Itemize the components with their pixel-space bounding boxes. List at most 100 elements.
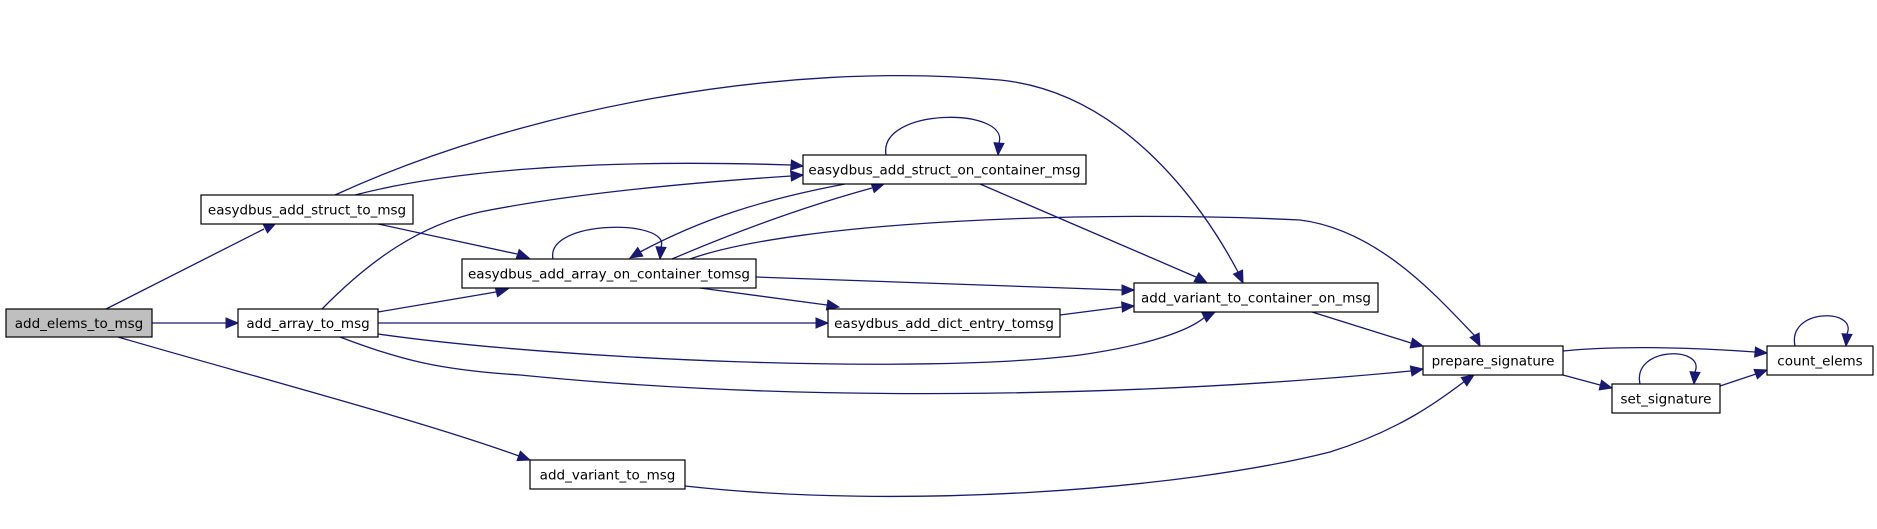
node-label: easydbus_add_array_on_container_tomsg: [468, 267, 750, 283]
edge-add_elems_to_msg-to-add_array_to_msg: [152, 317, 240, 329]
arrow-head-icon: [790, 170, 805, 182]
node-add_array_to_msg[interactable]: add_array_to_msg: [237, 308, 379, 338]
arrow-head-icon: [628, 246, 644, 259]
edge-easydbus_add_struct_to_msg-to-add_variant_to_container_on_msg: [334, 74, 1244, 285]
edge-line: [354, 162, 792, 196]
arrow-head-icon: [1409, 365, 1425, 377]
node-box: [5, 308, 153, 338]
edge-easydbus_add_struct_on_container_msg-to-easydbus_add_struct_on_container_msg: [885, 116, 1005, 157]
node-box: [802, 154, 1087, 185]
arrow-head-icon: [1469, 332, 1481, 348]
node-prepare_signature[interactable]: prepare_signature: [1422, 345, 1564, 376]
edge-set_signature-to-count_elems: [1719, 368, 1769, 387]
arrow-head-icon: [1121, 301, 1136, 313]
edge-easydbus_add_struct_to_msg-to-easydbus_add_struct_on_container_msg: [354, 159, 805, 196]
arrow-head-icon: [1753, 368, 1769, 380]
arrow-head-icon: [1841, 333, 1853, 348]
node-box: [237, 308, 379, 338]
arrow-head-icon: [1754, 346, 1769, 358]
node-label: prepare_signature: [1432, 354, 1555, 370]
edge-add_array_to_msg-to-easydbus_add_struct_on_container_msg: [321, 170, 805, 310]
edge-line: [1562, 374, 1601, 386]
edge-line: [885, 116, 1001, 156]
edge-line: [755, 276, 1123, 291]
node-label: count_elems: [1777, 354, 1862, 370]
node-box: [529, 459, 686, 490]
edge-add_variant_to_msg-to-prepare_signature: [684, 374, 1476, 498]
node-easydbus_add_struct_to_msg[interactable]: easydbus_add_struct_to_msg: [200, 194, 414, 225]
node-label: set_signature: [1621, 392, 1712, 408]
edge-line: [105, 228, 265, 310]
edge-easydbus_add_array_on_container_tomsg-to-easydbus_add_struct_on_container_msg: [671, 182, 886, 260]
edge-line: [1793, 315, 1849, 347]
arrow-head-icon: [1689, 371, 1701, 386]
edge-line: [699, 287, 828, 306]
edge-add_variant_to_container_on_msg-to-prepare_signature: [1311, 311, 1425, 349]
arrow-head-icon: [1201, 311, 1217, 323]
node-add_elems_to_msg[interactable]: add_elems_to_msg: [5, 308, 153, 338]
arrow-head-icon: [516, 450, 532, 462]
edge-easydbus_add_struct_on_container_msg-to-easydbus_add_array_on_container_tomsg: [628, 183, 846, 259]
arrow-head-icon: [1598, 379, 1614, 391]
node-label: easydbus_add_struct_on_container_msg: [808, 163, 1080, 179]
node-easydbus_add_struct_on_container_msg[interactable]: easydbus_add_struct_on_container_msg: [802, 154, 1087, 185]
node-box: [827, 308, 1061, 338]
edge-add_array_to_msg-to-add_variant_to_container_on_msg: [377, 311, 1217, 365]
edge-easydbus_add_dict_entry_tomsg-to-add_variant_to_container_on_msg: [1059, 301, 1136, 316]
edge-line: [321, 175, 792, 310]
arrow-head-icon: [655, 246, 667, 261]
node-box: [1766, 345, 1874, 376]
edge-add_array_to_msg-to-easydbus_add_array_on_container_tomsg: [377, 286, 510, 313]
node-label: add_variant_to_msg: [540, 468, 676, 484]
node-count_elems[interactable]: count_elems: [1766, 345, 1874, 376]
edge-prepare_signature-to-count_elems: [1562, 346, 1769, 358]
edge-line: [684, 380, 1466, 498]
edge-prepare_signature-to-set_signature: [1562, 374, 1614, 391]
edge-set_signature-to-set_signature: [1638, 353, 1701, 386]
edge-easydbus_add_struct_on_container_msg-to-add_variant_to_container_on_msg: [979, 183, 1209, 284]
edge-line: [1059, 306, 1123, 316]
arrow-head-icon: [993, 142, 1005, 157]
node-add_variant_to_container_on_msg[interactable]: add_variant_to_container_on_msg: [1133, 282, 1379, 313]
edge-line: [377, 291, 497, 313]
arrow-head-icon: [1409, 337, 1425, 349]
edge-add_elems_to_msg-to-easydbus_add_struct_to_msg: [105, 222, 278, 310]
edge-line: [639, 183, 846, 253]
edge-easydbus_add_array_on_container_tomsg-to-prepare_signature: [689, 215, 1481, 348]
node-label: add_variant_to_container_on_msg: [1141, 291, 1371, 307]
node-label: easydbus_add_dict_entry_tomsg: [834, 316, 1054, 332]
node-label: add_elems_to_msg: [15, 316, 144, 332]
node-add_variant_to_msg[interactable]: add_variant_to_msg: [529, 459, 686, 490]
edge-line: [689, 215, 1476, 337]
call-graph-nodes: add_elems_to_msg easydbus_add_struct_to_m…: [5, 154, 1874, 490]
node-easydbus_add_array_on_container_tomsg[interactable]: easydbus_add_array_on_container_tomsg: [461, 258, 757, 289]
edge-line: [552, 226, 663, 260]
edge-line: [117, 336, 520, 457]
node-box: [1611, 383, 1721, 414]
edge-line: [1719, 373, 1757, 387]
edge-line: [334, 74, 1239, 273]
node-easydbus_add_dict_entry_tomsg[interactable]: easydbus_add_dict_entry_tomsg: [827, 308, 1061, 338]
edge-line: [377, 316, 1206, 365]
edge-add_array_to_msg-to-easydbus_add_dict_entry_tomsg: [378, 317, 830, 329]
arrow-head-icon: [790, 159, 805, 171]
edge-easydbus_add_array_on_container_tomsg-to-easydbus_add_dict_entry_tomsg: [699, 287, 841, 311]
arrow-head-icon: [1460, 374, 1476, 387]
arrow-head-icon: [1193, 271, 1209, 284]
arrow-head-icon: [1121, 284, 1136, 296]
edge-line: [979, 183, 1197, 278]
edge-easydbus_add_array_on_container_tomsg-to-easydbus_add_array_on_container_tomsg: [552, 226, 667, 261]
edge-line: [1562, 346, 1756, 353]
edge-line: [377, 223, 518, 255]
edge-line: [671, 187, 873, 260]
arrow-head-icon: [815, 317, 830, 329]
node-label: add_array_to_msg: [246, 316, 369, 332]
node-box: [200, 194, 414, 225]
arrow-head-icon: [1232, 269, 1244, 285]
node-label: easydbus_add_struct_to_msg: [208, 203, 406, 219]
node-set_signature[interactable]: set_signature: [1611, 383, 1721, 414]
node-box: [461, 258, 757, 289]
edge-line: [339, 336, 1412, 395]
arrow-head-icon: [225, 317, 240, 329]
node-box: [1422, 345, 1564, 376]
